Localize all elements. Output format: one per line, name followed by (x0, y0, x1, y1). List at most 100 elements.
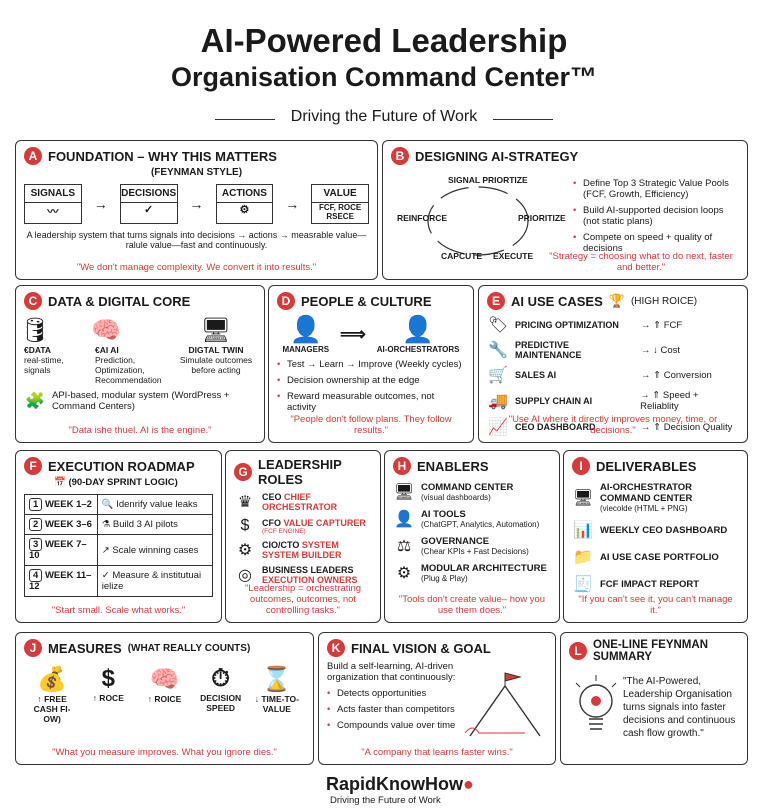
list-item: 🖥AI-ORCHESTRATOR COMMAND CENTER(viecolde… (572, 482, 739, 513)
cycle-step: SIGNAL PRIORTIZE (448, 175, 528, 185)
role-name: CFO (262, 517, 281, 528)
list-item: 📁AI USE CASE PORTFOLIO (572, 547, 739, 567)
brain-icon: 🧠 (149, 666, 180, 693)
hourglass-search-icon: ⌛ (261, 666, 292, 693)
item-desc: (viecolde (HTML + PNG) (600, 504, 739, 513)
use-case-name: SUPPLY CHAIN AI (515, 396, 593, 406)
cycle-step: REINFORCE (397, 213, 448, 223)
use-case-effect: → ⇑ FCF (641, 319, 683, 331)
summary-text: "The AI-Powered, Leadership Organisation… (623, 676, 736, 739)
item-name: FCF IMPACT REPORT (600, 578, 700, 590)
gears-icon: ⚙ (239, 204, 250, 216)
section-title: EXECUTION ROADMAP (48, 458, 195, 474)
dashboard-icon: 📊 (573, 522, 593, 539)
section-badge: C (24, 292, 42, 310)
section-quote: "Use AI where it directly improves money… (508, 414, 718, 436)
section-badge: B (391, 147, 409, 165)
use-case-effect: → ↓ Cost (641, 344, 681, 356)
monitor-icon: 🖥 (393, 484, 415, 501)
strategy-bullet: Build AI-supported decision loops (not s… (573, 205, 733, 227)
section-badge: A (24, 147, 42, 165)
strategy-bullet: Define Top 3 Strategic Value Pools (FCF,… (573, 178, 733, 200)
task-label: Scale winning cases (112, 544, 199, 556)
gear-icon: ⚙ (237, 542, 253, 559)
arrow-right-icon: → (189, 196, 204, 212)
vision-bullet: Detects opportunities (327, 688, 467, 699)
calendar-icon: 📅 (54, 477, 66, 488)
section-quote: "We don't manage complexity. We convert … (76, 262, 317, 273)
section-title: DELIVERABLES (596, 458, 697, 474)
check-icon: ✓ (144, 204, 154, 216)
brand-tagline: Driving the Future of Work (330, 795, 441, 806)
flask-icon: ⚗ (101, 519, 111, 530)
culture-bullet: Test → Learn → Improve (Weekly cycles) (277, 359, 465, 370)
culture-bullet: Reward measurable outcomes, not activity (277, 391, 465, 413)
list-item: 👤AI TOOLS (ChatGPT, Analytics, Automatio… (393, 509, 551, 529)
flow-step-label: SIGNALS (25, 185, 81, 203)
brand-logo: RapidKnowHow● (326, 774, 474, 794)
section-title: FINAL VISION & GOAL (351, 640, 491, 656)
cycle-step: EXECUTE (493, 251, 534, 261)
monitor-chart-icon: 🖥 (200, 317, 232, 344)
role-item: ♛CEO CHIEF ORCHESTRATOR (234, 492, 372, 512)
arrow-right-icon: ⟹ (340, 323, 366, 344)
section-title: FOUNDATION – WHY THIS MATTERS (48, 148, 277, 164)
list-item: 🧾FCF IMPACT REPORT (572, 574, 739, 594)
twin-text: Simulate outcomes before acting (179, 355, 253, 375)
section-tag: (WHAT REALLY COUNTS) (127, 642, 251, 654)
section-badge: J (24, 639, 42, 657)
cycle-step: CAPCUTE (441, 251, 483, 261)
item-desc: (ChatGPT, Analytics, Automation) (421, 520, 539, 529)
data-text: real-stime, signals (24, 355, 64, 375)
section-subtitle: (90-DAY SPRINT LOGIC) (68, 477, 178, 488)
section-tag: (HIGH ROICE) (630, 295, 698, 307)
data-title: €DATA (24, 345, 52, 355)
role-desc: SYSTEM SYSTEM BUILDER (262, 540, 342, 560)
ai-text: Prediction, Optimization, Recommendation (95, 355, 162, 385)
section-vision: K FINAL VISION & GOAL Build a self-learni… (318, 632, 556, 765)
section-quote: "What you measure improves. What you ign… (52, 747, 277, 758)
role-desc: VALUE CAPTURER (283, 517, 366, 528)
measure-label: ↑ ROICE (147, 694, 182, 704)
section-badge: I (572, 457, 590, 475)
dashboard-icon: 📈 (488, 419, 508, 436)
flow-step-label: ACTIONS (216, 185, 273, 203)
roadmap-row: 3 WEEK 7–10↗ Scale winning cases (24, 534, 214, 566)
item-desc: (Plug & Play) (421, 574, 547, 583)
measure-item: ⏱DECISION SPEED (195, 665, 247, 724)
section-badge: K (327, 639, 345, 657)
api-text: API-based, modular system (WordPress + C… (52, 390, 230, 412)
trophy-icon: 🏆 (608, 293, 625, 308)
role-name: CIO/CTO (262, 540, 300, 550)
section-title: ENABLERS (417, 458, 489, 474)
list-item: ⚙MODULAR ARCHITECTURE (Plug & Play) (393, 563, 551, 583)
section-quote: "Start small. Scale what works." (51, 605, 186, 616)
section-deliverables: I DELIVERABLES 🖥AI-ORCHESTRATOR COMMAND C… (563, 450, 748, 623)
brand-name: RapidKnowHow (326, 774, 463, 794)
divider (215, 119, 275, 120)
flow-step-label: DECISIONS (120, 185, 177, 203)
measure-label: ↑ FREE CASH FI-OW) (33, 694, 71, 724)
vision-intro: Build a self-learning, AI-driven organiz… (327, 661, 456, 683)
measure-item: $↑ ROCE (82, 665, 134, 724)
section-badge: D (277, 292, 295, 310)
section-badge: G (234, 463, 252, 481)
twin-title: DIGTAL TWIN (188, 345, 244, 355)
use-case-row: 🚚SUPPLY CHAIN AI→ ⇑ Speed + Reliablity (487, 390, 739, 412)
list-item: 📊WEEKLY CEO DASHBOARD (572, 520, 739, 540)
use-case-name: PREDICTIVE MAINTENANCE (515, 340, 582, 360)
step-number: 2 (29, 518, 43, 531)
flow-step: SIGNALS〰 (24, 184, 82, 224)
item-desc-text: (Chear KPIs + Fast Decisions) (421, 547, 529, 556)
stopwatch-icon: ⏱ (211, 665, 231, 692)
wrench-icon: 🔧 (488, 342, 508, 359)
to-role: AI-ORCHESTRATORS (376, 345, 460, 354)
use-case-effect: → ⇑ Decision Quality (641, 421, 733, 433)
page-subtitle: Driving the Future of Work (290, 108, 478, 125)
cart-icon: 🛒 (488, 367, 508, 384)
section-quote: "A company that learns faster wins." (361, 747, 513, 758)
section-badge: E (487, 292, 505, 310)
